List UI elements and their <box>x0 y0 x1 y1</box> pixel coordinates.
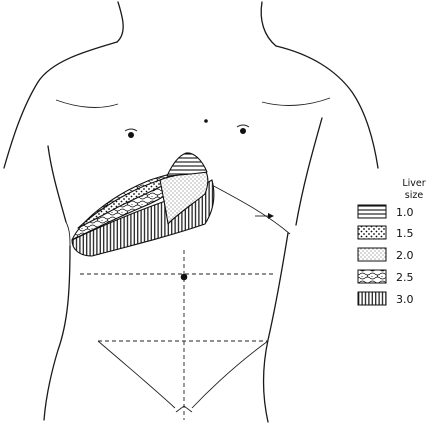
flank-right-line <box>264 233 289 422</box>
legend-title-line2: size <box>405 190 424 201</box>
legend-label-2.0: 2.0 <box>396 249 414 262</box>
legend-swatch-2.5 <box>358 270 386 283</box>
legend-swatch-2.0 <box>358 248 386 261</box>
liver-band-1.0 <box>167 153 207 176</box>
right-nipple <box>240 128 246 134</box>
legend-label-1.0: 1.0 <box>396 206 414 219</box>
clavicle-right-line <box>262 98 330 105</box>
reference-lines <box>80 250 276 420</box>
pelvic-line-right <box>192 341 268 408</box>
legend-title-line1: Liver <box>402 178 425 189</box>
sternum-dot <box>204 119 208 123</box>
clavicle-left-line <box>56 100 118 107</box>
legend-swatch-1.0 <box>358 205 386 218</box>
costal-margin-left <box>66 222 70 246</box>
shoulder-arm-left-line <box>4 42 117 168</box>
costal-margin-right <box>210 184 290 234</box>
left-nipple <box>128 132 134 138</box>
neck-left-line <box>117 2 123 42</box>
inner-arm-right-line <box>296 118 322 225</box>
legend: Liver size 1.0 1.5 2.0 2.5 3.0 <box>358 178 426 306</box>
legend-label-2.5: 2.5 <box>396 271 414 284</box>
legend-label-1.5: 1.5 <box>396 227 414 240</box>
direction-arrow <box>255 213 274 219</box>
legend-swatch-1.5 <box>358 226 386 239</box>
pelvic-line-left <box>98 341 175 408</box>
neck-right-line <box>261 2 276 46</box>
inner-arm-left-line <box>48 146 66 222</box>
liver-size-bands <box>72 153 214 256</box>
flank-left-line <box>44 246 70 420</box>
legend-label-3.0: 3.0 <box>396 293 414 306</box>
legend-swatch-3.0 <box>358 292 386 305</box>
shoulder-arm-right-line <box>276 46 378 168</box>
